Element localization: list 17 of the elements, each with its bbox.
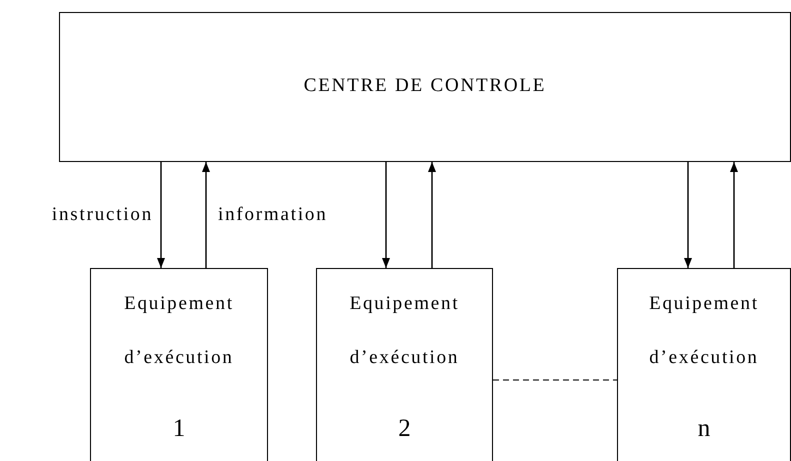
arrow: [157, 162, 165, 268]
equipment-number: 1: [172, 415, 186, 443]
equipment-number: 2: [397, 415, 412, 443]
box-title: CENTRE DE CONTROLE: [302, 75, 548, 97]
equipment-number: n: [696, 415, 712, 443]
control-center-box: [59, 12, 791, 162]
equipment-box: [617, 268, 791, 461]
equipment-box: [316, 268, 493, 461]
arrow: [730, 162, 738, 268]
arrow: [382, 162, 390, 268]
arrow: [428, 162, 436, 268]
arrow: [684, 162, 692, 268]
equipment-box: [90, 268, 268, 461]
equipment-name: Equipement d’exécution: [348, 292, 460, 370]
arrow: [202, 162, 210, 268]
equipment-name: Equipement d’exécution: [123, 292, 235, 370]
equipment-name: Equipement d’exécution: [648, 292, 760, 370]
